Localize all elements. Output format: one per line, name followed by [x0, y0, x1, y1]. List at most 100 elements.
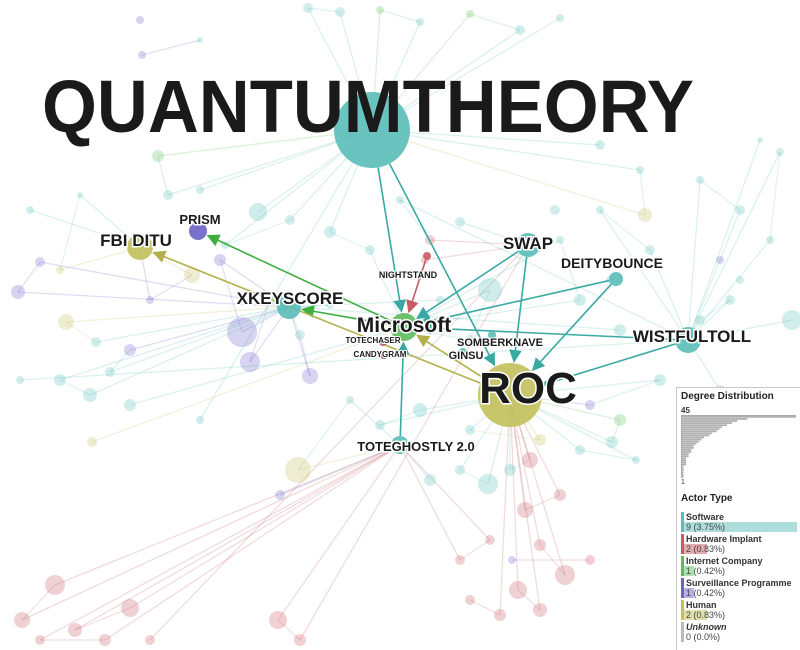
degree-max-label: 45 [681, 406, 796, 416]
background-node [326, 301, 334, 309]
background-edge [104, 444, 401, 641]
node-prism[interactable] [189, 222, 207, 240]
histogram-bar [681, 442, 697, 445]
background-node [465, 335, 475, 345]
background-node [455, 555, 465, 565]
background-node [124, 399, 136, 411]
label-toteghostly: TOTEGHOSTLY 2.0 [357, 439, 475, 454]
histogram-bar [681, 434, 710, 437]
histogram-bar [681, 459, 687, 462]
background-node [91, 337, 101, 347]
background-node [508, 556, 516, 564]
actor-type-title: Actor Type [681, 493, 733, 504]
background-edge [769, 151, 781, 241]
label-fbi: FBI DITU [100, 231, 172, 250]
actor-type-name: Surveillance Programme [686, 578, 792, 588]
edge-swap-microsoft [416, 250, 519, 320]
background-node [413, 403, 427, 417]
background-edge [559, 239, 581, 301]
node-quantum[interactable] [334, 92, 410, 168]
node-ginsu[interactable] [459, 348, 467, 356]
background-node [735, 205, 745, 215]
background-node [515, 25, 525, 35]
background-edge [17, 291, 290, 308]
edge-quantum-roc [388, 163, 496, 367]
degree-min-label: 1 [681, 479, 685, 486]
background-edge [17, 261, 41, 293]
node-somberknave[interactable] [488, 331, 496, 339]
background-edge [611, 419, 621, 443]
background-node [197, 37, 203, 43]
background-edge [371, 129, 601, 146]
actor-type-count: 2 (0.83%) [681, 610, 797, 620]
background-node [465, 425, 475, 435]
histogram-bar [681, 471, 684, 474]
histogram-bar [681, 473, 684, 476]
background-edge [509, 459, 531, 471]
background-node [99, 634, 111, 646]
background-node [645, 245, 655, 255]
background-node [163, 190, 173, 200]
histogram-bar [681, 436, 704, 439]
label-microsoft: Microsoft [357, 314, 452, 337]
background-edge [687, 151, 781, 341]
background-node [736, 276, 744, 284]
background-edge [129, 444, 401, 609]
background-node [638, 208, 652, 222]
actor-type-share-bar [681, 588, 694, 598]
background-edge [424, 244, 529, 261]
node-nightstand[interactable] [423, 252, 431, 260]
background-edge [59, 194, 81, 271]
node-xkeyscore[interactable] [277, 295, 301, 319]
histogram-bar [681, 432, 712, 435]
highlighted-nodes[interactable] [127, 92, 701, 454]
edge-swap-roc [509, 256, 528, 363]
background-node [585, 400, 595, 410]
histogram-bar [681, 416, 796, 418]
background-edge [129, 306, 290, 351]
node-toteghostly[interactable] [391, 436, 409, 454]
background-node [416, 18, 424, 26]
background-node [83, 388, 97, 402]
background-edge [687, 179, 701, 341]
node-wistfultoll[interactable] [675, 327, 701, 353]
actor-type-count: 9 (3.75%) [681, 522, 797, 532]
background-node [56, 266, 64, 274]
node-candygram[interactable] [380, 351, 388, 359]
node-fbi[interactable] [127, 234, 153, 260]
background-edge [469, 289, 491, 341]
histogram-bar [681, 428, 720, 431]
background-node [146, 296, 154, 304]
background-edge [459, 469, 489, 485]
node-roc[interactable] [478, 363, 542, 427]
background-edge [219, 259, 243, 333]
node-deitybounce[interactable] [609, 272, 623, 286]
background-node [294, 634, 306, 646]
node-microsoft[interactable] [390, 313, 418, 341]
background-node [654, 374, 666, 386]
background-node [240, 352, 260, 372]
background-edge [371, 129, 641, 171]
actor-type-name: Unknown [686, 622, 727, 632]
background-node [696, 176, 704, 184]
node-swap[interactable] [516, 233, 540, 257]
background-node [606, 436, 618, 448]
background-edge [95, 306, 290, 343]
label-roc: ROC [479, 364, 577, 413]
background-node [269, 611, 287, 629]
label-candygram: CANDYGRAM [354, 350, 407, 359]
label-prism: PRISM [179, 212, 220, 227]
background-node [346, 396, 354, 404]
background-edge [219, 259, 290, 308]
background-node [285, 457, 311, 483]
background-edge [307, 7, 341, 13]
node-totechaser[interactable] [379, 338, 387, 346]
